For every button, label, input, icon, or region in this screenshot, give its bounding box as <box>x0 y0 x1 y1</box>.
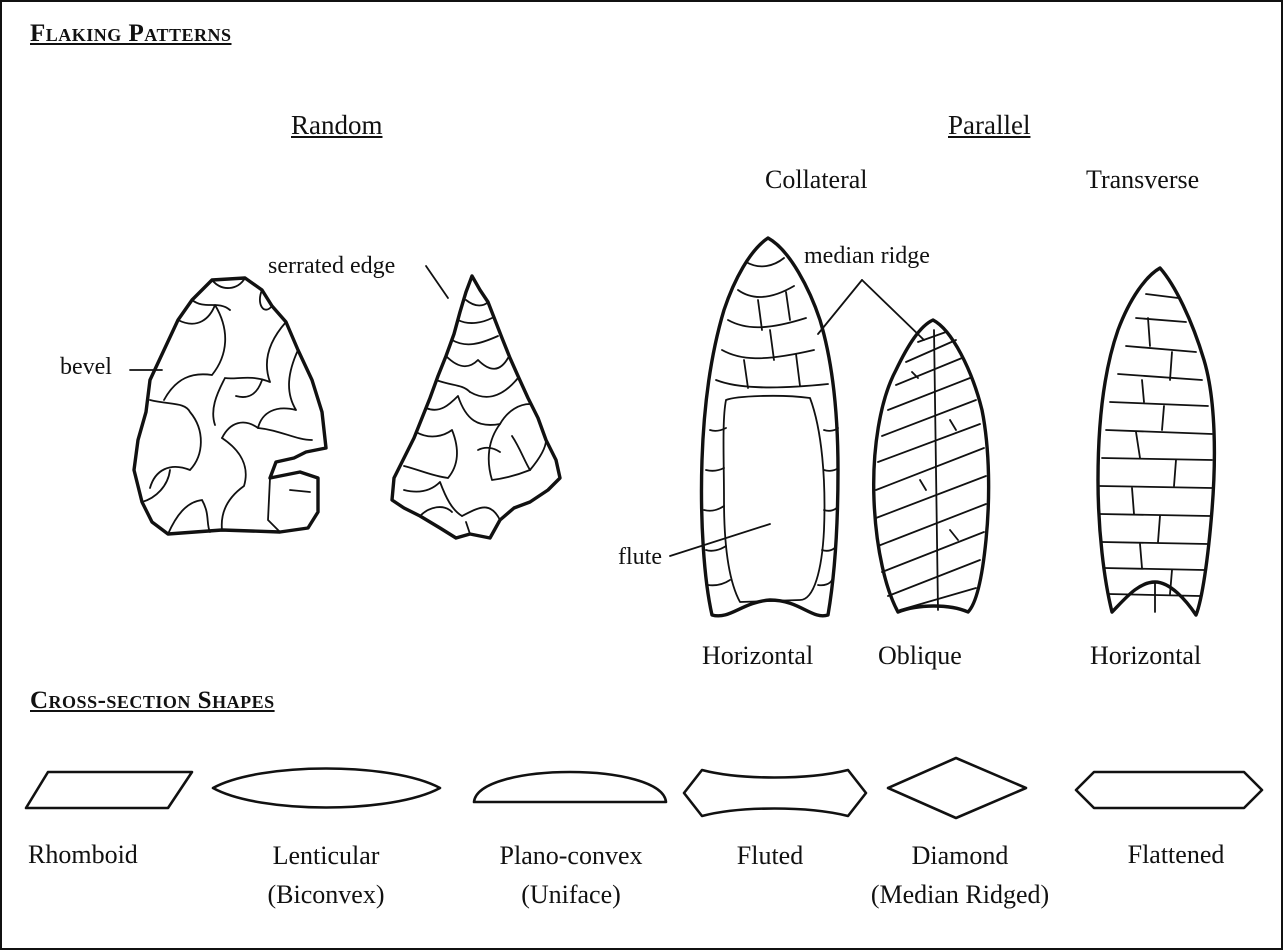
lenticular-shape <box>211 767 442 809</box>
fluted-label: Fluted <box>736 841 804 870</box>
cross-section-shapes-heading: Cross-section Shapes <box>30 687 275 714</box>
flattened-shape <box>1074 770 1264 810</box>
diamond-sublabel: (Median Ridged) <box>870 880 1050 909</box>
fluted-collateral-point-drawing <box>669 236 863 618</box>
beveled-point-drawing <box>129 276 328 536</box>
serrated-edge-label: serrated edge <box>268 253 396 279</box>
transverse-point-drawing <box>1096 266 1217 617</box>
serrated-point-drawing <box>390 265 562 540</box>
rhomboid-label: Rhomboid <box>28 840 138 869</box>
plano-convex-label: Plano-convex <box>499 841 643 870</box>
flute-label: flute <box>618 544 662 570</box>
median-ridge-label: median ridge <box>804 243 930 269</box>
random-title: Random <box>291 110 383 140</box>
plano-convex-shape <box>472 770 668 804</box>
horizontal-collateral-label: Horizontal <box>702 641 814 670</box>
transverse-title: Transverse <box>1086 165 1200 194</box>
collateral-title: Collateral <box>765 165 868 194</box>
oblique-point-drawing <box>861 279 991 614</box>
rhomboid-shape <box>24 770 194 810</box>
lenticular-sublabel: (Biconvex) <box>267 880 385 909</box>
bevel-label: bevel <box>60 354 112 380</box>
plano-convex-sublabel: (Uniface) <box>521 880 621 909</box>
flattened-label: Flattened <box>1127 840 1225 869</box>
horizontal-transverse-label: Horizontal <box>1090 641 1202 670</box>
diamond-shape <box>886 756 1028 820</box>
oblique-label: Oblique <box>878 641 962 670</box>
fluted-shape <box>682 768 868 818</box>
parallel-title: Parallel <box>948 110 1031 140</box>
diamond-label: Diamond <box>911 841 1009 870</box>
lenticular-label: Lenticular <box>272 841 380 870</box>
flaking-patterns-heading: Flaking Patterns <box>30 20 232 47</box>
